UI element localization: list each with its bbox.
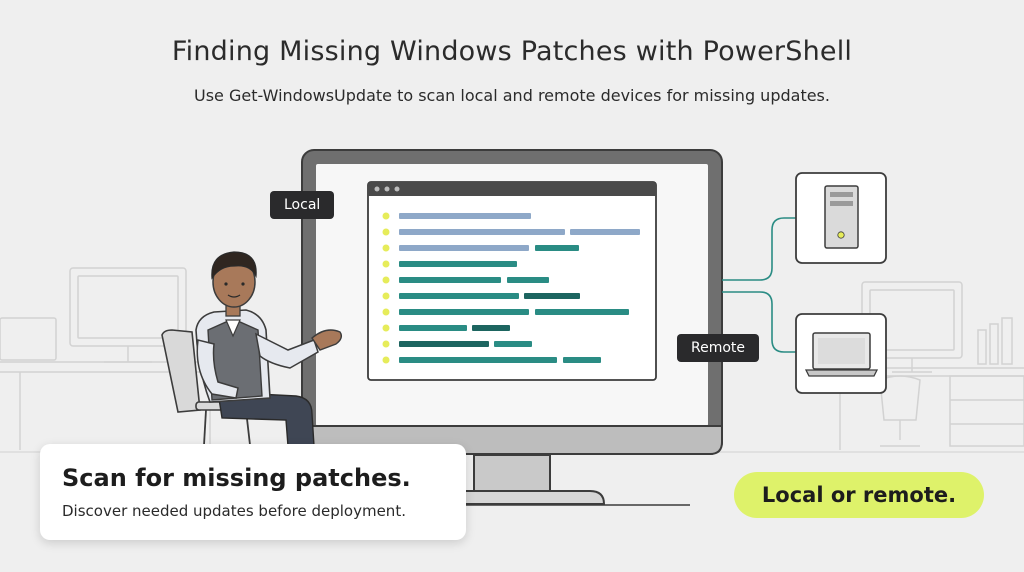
server-tower-icon xyxy=(795,172,887,264)
page-title: Finding Missing Windows Patches with Pow… xyxy=(171,36,853,67)
code-line xyxy=(570,229,640,235)
code-bullet xyxy=(382,212,390,220)
code-line xyxy=(399,309,529,315)
code-line xyxy=(399,213,531,219)
info-card: Scan for missing patches. Discover neede… xyxy=(40,444,466,540)
code-bullet xyxy=(382,260,390,268)
code-line xyxy=(399,277,501,283)
code-bullet xyxy=(382,324,390,332)
code-line xyxy=(535,309,629,315)
code-bullet xyxy=(382,340,390,348)
code-bullet xyxy=(382,292,390,300)
code-bullet xyxy=(382,356,390,364)
page-subtitle: Use Get-WindowsUpdate to scan local and … xyxy=(194,86,830,105)
code-bullet xyxy=(382,244,390,252)
code-line xyxy=(524,293,580,299)
card-subtitle: Discover needed updates before deploymen… xyxy=(62,502,406,520)
code-line xyxy=(494,341,532,347)
code-lines xyxy=(382,212,640,364)
code-line xyxy=(399,245,529,251)
code-line xyxy=(563,357,601,363)
local-label: Local xyxy=(270,191,335,219)
local-or-remote-badge: Local or remote. xyxy=(734,472,984,518)
laptop-icon xyxy=(795,313,887,394)
code-line xyxy=(472,325,510,331)
code-bullet xyxy=(382,276,390,284)
code-line xyxy=(507,277,549,283)
code-line xyxy=(399,229,565,235)
card-title: Scan for missing patches. xyxy=(62,464,411,492)
code-line xyxy=(399,293,519,299)
network-connectors xyxy=(722,217,796,353)
person-illustration xyxy=(161,251,343,447)
code-line xyxy=(535,245,579,251)
code-line xyxy=(399,341,489,347)
code-line xyxy=(399,357,557,363)
code-line xyxy=(399,325,467,331)
remote-label: Remote xyxy=(677,334,760,362)
code-bullet xyxy=(382,228,390,236)
code-line xyxy=(399,261,517,267)
code-bullet xyxy=(382,308,390,316)
